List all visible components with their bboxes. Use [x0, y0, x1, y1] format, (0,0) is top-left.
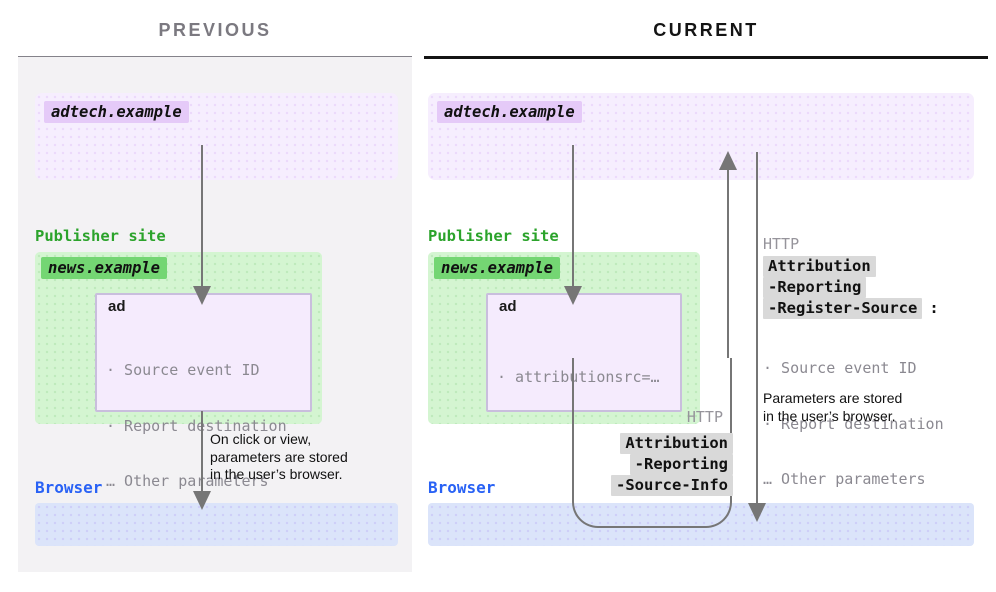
news-label-previous: news.example: [41, 257, 167, 279]
publisher-site-heading-previous: Publisher site: [35, 227, 166, 245]
ad-box-previous: [95, 293, 312, 412]
store-note-line: On click or view,: [210, 431, 312, 447]
header-row: Attribution: [433, 433, 733, 454]
arrow-adtech-to-ad-line: [201, 145, 203, 287]
http-label-register-source: HTTP: [763, 235, 800, 253]
arrow-adtech-to-browser-head-icon: [748, 503, 766, 522]
header-param-line: · Report destination: [763, 414, 944, 433]
header-row: Attribution: [763, 256, 939, 277]
source-info-header-block: Attribution -Reporting -Source-Info: [433, 433, 733, 496]
ad-params-previous: · Source event ID · Report destination ……: [106, 324, 287, 528]
store-note-line: in the user’s browser.: [210, 466, 343, 482]
header-row: -Reporting: [433, 454, 733, 475]
store-note-line: in the user’s browser.: [763, 407, 896, 424]
browser-box-previous: [35, 503, 398, 546]
header-row: -Source-Info: [433, 475, 733, 496]
browser-box-current: [428, 503, 974, 546]
adtech-label-previous: adtech.example: [44, 101, 189, 123]
header-chip: Attribution: [620, 433, 733, 454]
browser-heading-current: Browser: [428, 478, 496, 497]
browser-heading-previous: Browser: [35, 478, 103, 497]
header-chip: -Reporting: [763, 277, 867, 298]
news-label-current: news.example: [434, 257, 560, 279]
http-label-source-info: HTTP: [686, 408, 723, 426]
arrow-ad-to-adtech-head-icon: [719, 151, 737, 170]
ad-param-line: · Report destination: [106, 416, 287, 435]
arrow-ad-to-adtech-up-line: [727, 168, 729, 358]
adtech-label-current: adtech.example: [437, 101, 582, 123]
header-row: -Register-Source:: [763, 298, 939, 319]
current-divider-line: [424, 56, 988, 59]
store-note-previous: On click or view, parameters are stored …: [210, 431, 348, 484]
store-note-line: parameters are stored: [210, 448, 348, 465]
header-row: -Reporting: [763, 277, 939, 298]
arrow-ad-to-browser-head-icon: [193, 491, 211, 510]
header-chip: -Source-Info: [611, 475, 733, 496]
previous-column-title: PREVIOUS: [158, 20, 272, 40]
ad-title-previous: ad: [108, 298, 126, 315]
header-chip: Attribution: [763, 256, 876, 277]
current-column-title: CURRENT: [653, 20, 759, 40]
arrow-ad-to-browser-line: [201, 411, 203, 492]
header-param-line: … Other parameters: [763, 470, 926, 488]
ad-box-current: [486, 293, 682, 412]
header-chip: -Register-Source: [763, 298, 923, 319]
arrow-adtech-to-ad-current-head-icon: [564, 286, 582, 305]
header-colon: :: [929, 299, 939, 317]
header-param-line: · Source event ID: [763, 359, 917, 377]
store-note-current: Parameters are stored in the user’s brow…: [763, 390, 902, 425]
publisher-site-heading-current: Publisher site: [428, 227, 559, 245]
arrow-adtech-to-ad-head-icon: [193, 286, 211, 305]
header-chip: -Reporting: [629, 454, 733, 475]
register-source-header-block: Attribution -Reporting -Register-Source:: [763, 256, 939, 319]
ad-param-line: … Other parameters: [106, 472, 269, 490]
arrow-adtech-to-browser-line: [756, 152, 758, 504]
ad-title-current: ad: [499, 298, 517, 315]
ad-param-line: · Source event ID: [106, 361, 260, 379]
store-note-line: Parameters are stored: [763, 390, 903, 406]
register-source-params: · Source event ID · Report destination ……: [763, 322, 944, 526]
arrow-adtech-to-ad-current-line: [572, 145, 574, 287]
